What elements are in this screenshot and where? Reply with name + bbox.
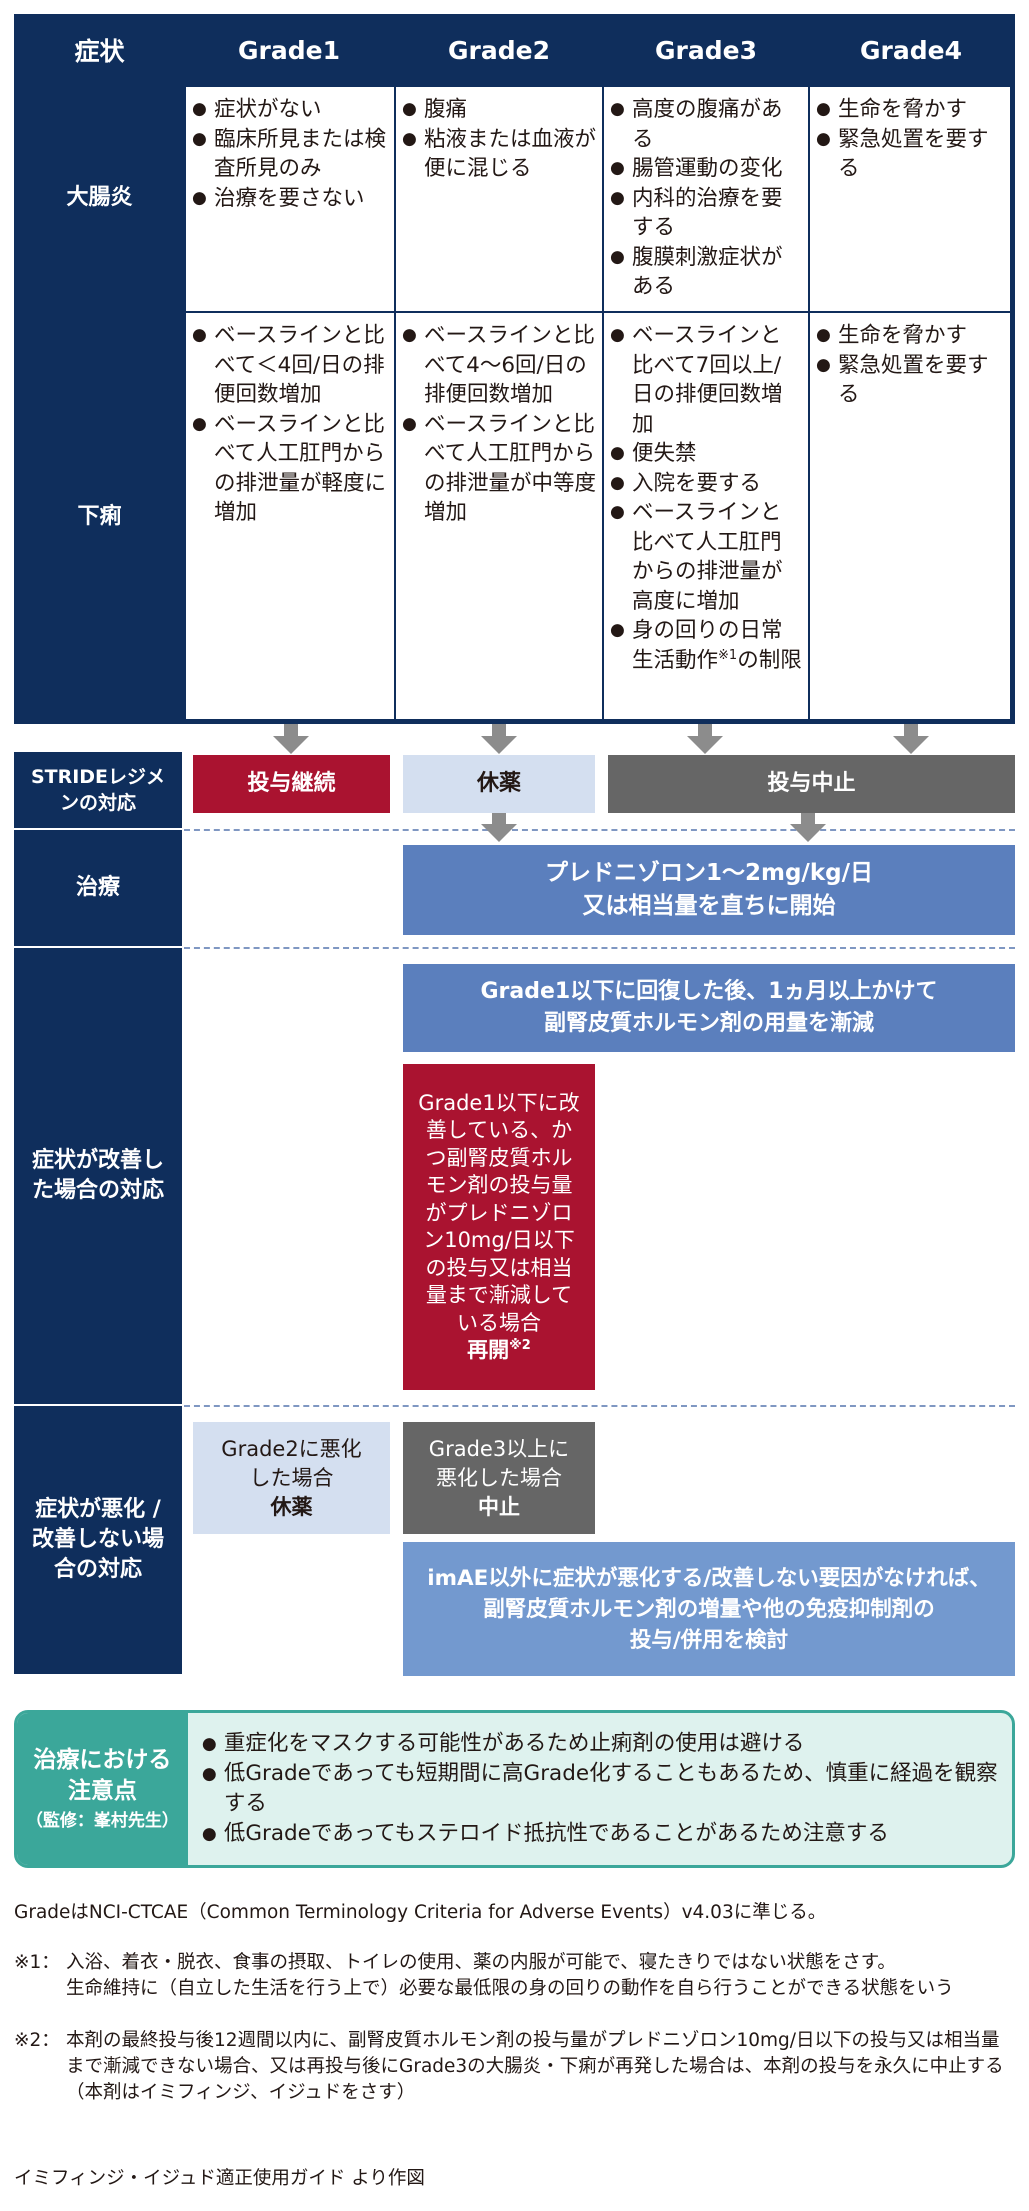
list-item: 便失禁	[610, 439, 802, 469]
list-item: 緊急処置を要する	[816, 351, 1004, 410]
header-symptom: 症状	[17, 17, 182, 83]
notes-list: 重症化をマスクする可能性があるため止痢剤の使用は避ける 低Gradeであっても短…	[188, 1713, 1012, 1865]
worsen-grade3-box: Grade3以上に悪化した場合 中止	[403, 1422, 595, 1534]
arrow-down-icon	[893, 736, 929, 754]
list-item: ベースラインと比べて人工肛門からの排泄量が中等度増加	[402, 410, 596, 528]
diarrhea-grade2-cell: ベースラインと比べて4～6回/日の排便回数増加 ベースラインと比べて人工肛門から…	[394, 311, 604, 721]
list-item: 生命を脅かす	[816, 95, 1004, 125]
colitis-grade2-cell: 腹痛 粘液または血液が便に混じる	[394, 85, 604, 313]
list-item: 入院を要する	[610, 469, 802, 499]
colitis-grade1-cell: 症状がない 臨床所見または検査所見のみ 治療を要さない	[184, 85, 396, 313]
list-item: 緊急処置を要する	[816, 125, 1004, 184]
arrow-stem	[492, 724, 506, 738]
row-label-worsened: 症状が悪化 / 改善しない場合の対応	[14, 1406, 182, 1674]
footnote-ref-1: ※1	[718, 647, 738, 663]
row-label-diarrhea: 下痢	[17, 313, 182, 721]
list-item: 身の回りの日常生活動作※1の制限	[610, 616, 802, 675]
list-item: ベースラインと比べて人工肛門からの排泄量が軽度に増加	[192, 410, 388, 528]
diarrhea-grade3-cell: ベースラインと比べて7回以上/日の排便回数増加 便失禁 入院を要する ベースライ…	[602, 311, 810, 721]
list-item: 内科的治療を要する	[610, 184, 802, 243]
arrow-stem	[698, 724, 712, 738]
arrow-stem	[801, 813, 815, 825]
escalate-box: imAE以外に症状が悪化する/改善しない要因がなければ、 副腎皮質ホルモン剤の増…	[403, 1542, 1015, 1676]
worsen-grade2-box: Grade2に悪化した場合 休薬	[193, 1422, 390, 1534]
diarrhea-grade4-cell: 生命を脅かす 緊急処置を要する	[808, 311, 1012, 721]
notes-title: 治療における注意点	[33, 1747, 172, 1804]
list-item: ベースラインと比べて人工肛門からの排泄量が高度に増加	[610, 498, 802, 616]
colitis-grade4-cell: 生命を脅かす 緊急処置を要する	[808, 85, 1012, 313]
list-item: 腹痛	[402, 95, 596, 125]
footnote-1-text: 入浴、着衣・脱衣、食事の摂取、トイレの使用、薬の内服が可能で、寝たきりではない状…	[66, 1952, 954, 1999]
colitis-grade3-cell: 高度の腹痛がある 腸管運動の変化 内科的治療を要する 腹膜刺激症状がある	[602, 85, 810, 313]
footnote-ref-2: ※2	[509, 1338, 531, 1353]
divider	[184, 1405, 1015, 1407]
list-item: 低Gradeであってもステロイド抵抗性であることがあるため注意する	[202, 1819, 998, 1849]
footnote-1-mark: ※1：	[14, 1952, 60, 1973]
list-item: ベースラインと比べて4～6回/日の排便回数増加	[402, 321, 596, 410]
row-label-improved: 症状が改善した場合の対応	[14, 948, 182, 1404]
header-grade1: Grade1	[184, 17, 394, 83]
list-item: 腹膜刺激症状がある	[610, 243, 802, 302]
arrow-down-icon	[790, 824, 826, 842]
list-item: ベースラインと比べて＜4回/日の排便回数増加	[192, 321, 388, 410]
list-item: 腸管運動の変化	[610, 154, 802, 184]
list-item: 粘液または血液が便に混じる	[402, 125, 596, 184]
header-grade4: Grade4	[810, 17, 1012, 83]
source-note: イミフィンジ・イジュド適正使用ガイド より作図	[14, 2168, 425, 2189]
continue-dosing-box: 投与継続	[193, 755, 390, 813]
list-item: 生命を脅かす	[816, 321, 1004, 351]
list-item: 臨床所見または検査所見のみ	[192, 125, 388, 184]
list-item: 症状がない	[192, 95, 388, 125]
arrow-down-icon	[481, 824, 517, 842]
taper-box: Grade1以下に回復した後、1ヵ月以上かけて 副腎皮質ホルモン剤の用量を漸減	[403, 964, 1015, 1052]
list-item: ベースラインと比べて7回以上/日の排便回数増加	[610, 321, 802, 439]
row-label-colitis: 大腸炎	[17, 85, 182, 311]
row-label-treatment: 治療	[14, 830, 182, 946]
diarrhea-grade1-cell: ベースラインと比べて＜4回/日の排便回数増加 ベースラインと比べて人工肛門からの…	[184, 311, 396, 721]
footnote-2-mark: ※2：	[14, 2030, 60, 2051]
arrow-stem	[284, 724, 298, 738]
arrow-down-icon	[687, 736, 723, 754]
header-grade3: Grade3	[604, 17, 808, 83]
resume-label: 再開	[467, 1338, 510, 1362]
divider	[184, 947, 1015, 949]
footnote-2-text: 本剤の最終投与後12週間以内に、副腎皮質ホルモン剤の投与量がプレドニゾロン10m…	[66, 2030, 1004, 2103]
notes-supervisor: （監修：峯村先生）	[25, 1811, 179, 1831]
list-item: 高度の腹痛がある	[610, 95, 802, 154]
grade-basis-note: GradeはNCI-CTCAE（Common Terminology Crite…	[14, 1902, 827, 1923]
arrow-stem	[904, 724, 918, 738]
list-item: 低Gradeであっても短期間に高Grade化することもあるため、慎重に経過を観察…	[202, 1759, 998, 1819]
resume-box: Grade1以下に改善している、かつ副腎皮質ホルモン剤の投与量がプレドニゾロン1…	[403, 1064, 595, 1390]
arrow-stem	[492, 813, 506, 825]
arrow-down-icon	[273, 736, 309, 754]
stop-dosing-box: 投与中止	[608, 755, 1015, 813]
hold-dosing-box: 休薬	[403, 755, 595, 813]
header-grade2: Grade2	[396, 17, 602, 83]
list-item: 治療を要さない	[192, 184, 388, 214]
treatment-notes-box: 治療における注意点 （監修：峯村先生） 重症化をマスクする可能性があるため止痢剤…	[14, 1710, 1015, 1868]
treatment-box: プレドニゾロン1～2mg/kg/日 又は相当量を直ちに開始	[403, 845, 1015, 935]
row-label-regimen: STRIDEレジメンの対応	[14, 752, 182, 828]
divider	[184, 829, 1015, 831]
notes-title-panel: 治療における注意点 （監修：峯村先生）	[17, 1713, 188, 1865]
list-item: 重症化をマスクする可能性があるため止痢剤の使用は避ける	[202, 1729, 998, 1759]
arrow-down-icon	[481, 736, 517, 754]
